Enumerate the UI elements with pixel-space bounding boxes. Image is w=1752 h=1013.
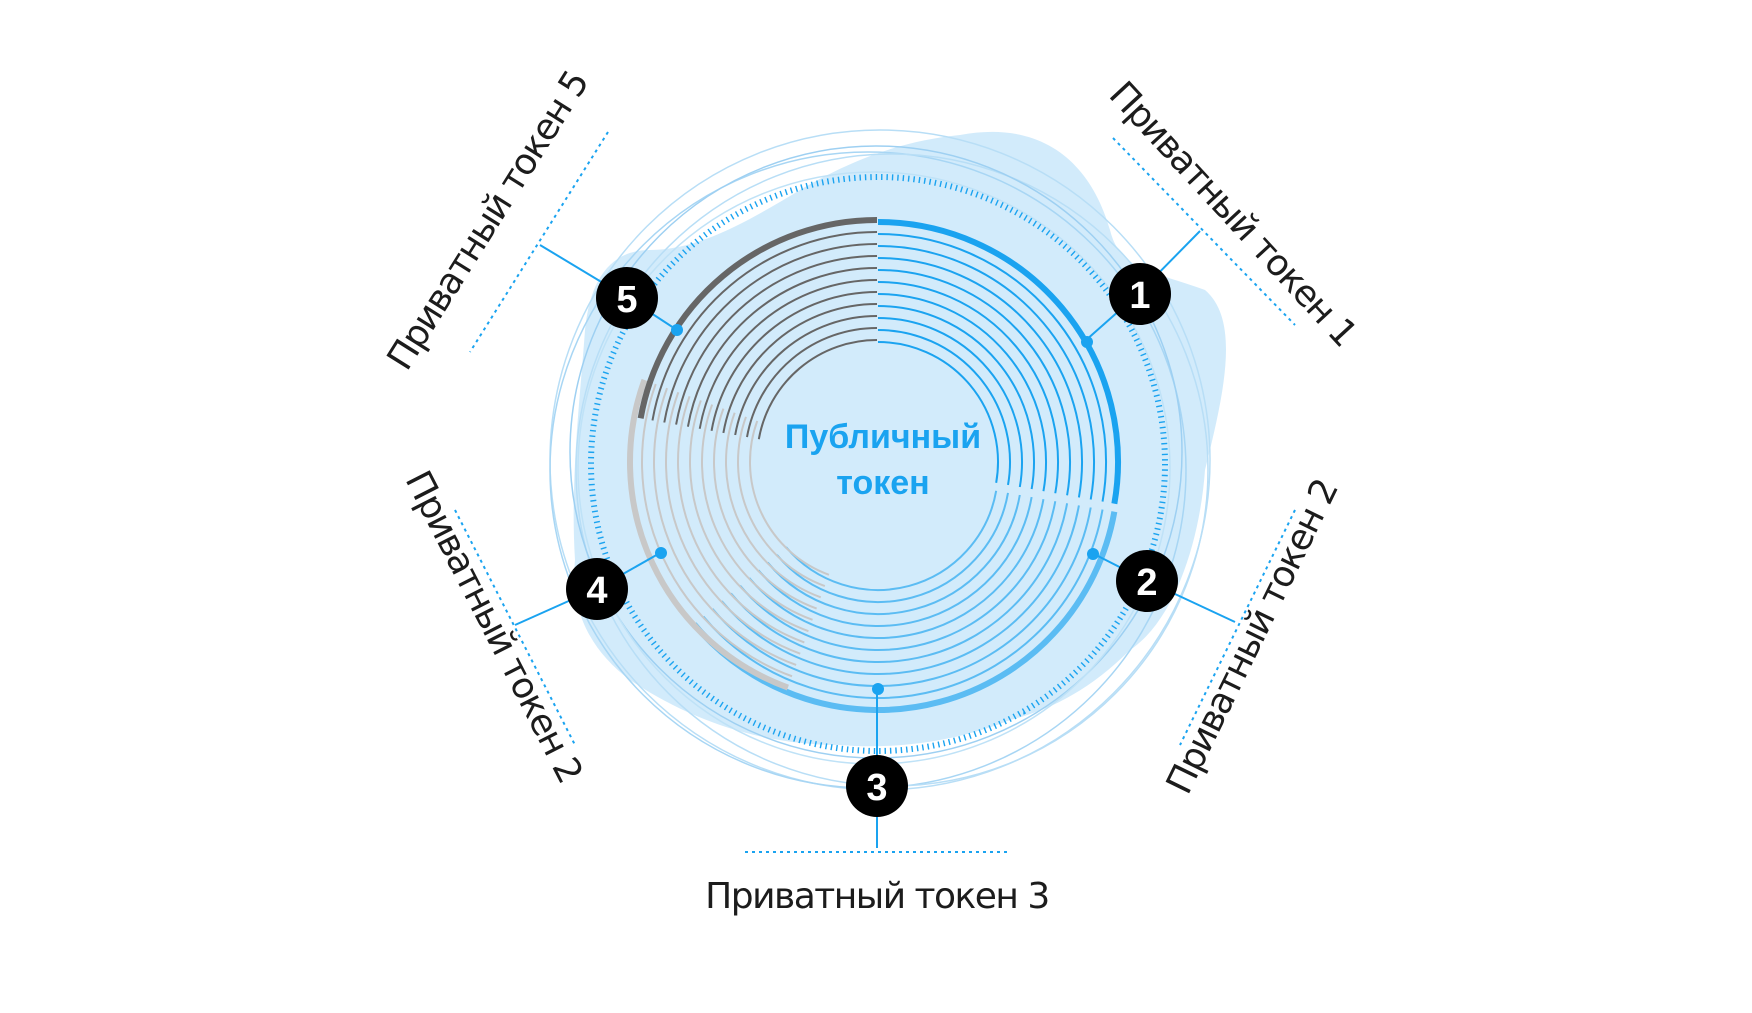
token-label-5: Приватный токен 5 [380,64,597,377]
ring-arc-darkgray [710,291,878,432]
ring-arc-blue [877,305,1035,490]
ring-arc-blue [877,341,999,484]
ring-arc-darkgray [722,303,878,434]
badge-number: 1 [1129,275,1150,317]
anchor-dot [655,547,667,559]
ring-arc-darkgray [637,217,878,419]
ring-arc-darkgray [663,243,878,423]
badge-number: 2 [1136,562,1157,604]
anchor-dots [655,324,1099,695]
badge-3: 3 [846,755,908,817]
ring-arc-lightgray [653,387,797,666]
ring-arc-darkgray [734,315,878,436]
separators [454,131,1296,853]
ring-arc-lightblue [702,509,1104,699]
badge-2: 2 [1116,550,1178,612]
anchor-dot [1087,548,1099,560]
ring-arc-blue [877,281,1060,494]
ring-arc-lightgray [689,400,809,633]
ring-arc-darkgray [651,231,878,421]
badge-number: 5 [616,279,637,321]
ring-arc-lightgray [737,416,826,587]
ring-arc-darkgray [746,327,878,438]
badge-number: 4 [586,570,607,612]
badge-circle [1109,263,1171,325]
badge-circle [846,755,908,817]
ring-arc-blue [877,219,1121,505]
ring-arc-blue [877,329,1011,486]
ring-arc-darkgray [675,255,878,425]
ring-arc-lightblue [766,494,1021,615]
ring-arc-lightgray [749,420,830,576]
ring-arc-lightblue [720,505,1080,675]
ring-arc-blue [877,245,1095,500]
ring-arc-blue [877,233,1107,502]
background-blob [573,131,1226,747]
separator-1 [1112,137,1296,326]
badge-1: 1 [1109,263,1171,325]
ring-arc-lightgray [725,412,822,599]
badge-circle [596,267,658,329]
ring-arc-darkgray [757,339,878,440]
ring-arc-lightgray [677,395,805,644]
ring-arc-blue [877,269,1071,496]
ring-arc-blue [877,293,1047,492]
ring-arc-lightblue [748,498,1045,639]
badge-circle [566,558,628,620]
ring-arc-blue [877,257,1083,498]
center-label-line2: токен [836,464,929,502]
ring-arc-blue [877,317,1023,488]
ring-arc-lightgray [665,391,801,655]
ring-arc-lightgray [713,408,817,610]
separator-4 [454,509,576,746]
anchor-dot [1081,336,1093,348]
ring-arc-lightblue [730,503,1069,663]
separator-5 [469,131,609,353]
token-label-3: Приватный токен 3 [705,876,1049,917]
ring-arc-lightblue [711,507,1092,687]
badge-4: 4 [566,558,628,620]
badge-number: 3 [866,767,887,809]
ring-arc-darkgray [698,279,878,429]
center-label-line1: Публичный [785,418,981,456]
badge-circle [1116,550,1178,612]
ring-arc-lightblue [785,490,998,591]
ring-arc-lightblue [757,496,1033,627]
ring-arc-lightblue [776,492,1009,603]
ring-arc-lightgray [627,378,789,691]
separator-2 [1179,509,1296,746]
concentric-rings [627,217,1121,713]
tick-ring [588,174,1168,754]
ring-arc-darkgray [686,267,878,427]
ring-arc-lightgray [701,404,813,621]
token-label-4: Приватный токен 2 [397,464,590,789]
anchor-dot [872,683,884,695]
badge-5: 5 [596,267,658,329]
ring-arc-lightblue [739,501,1057,651]
anchor-dot [671,324,683,336]
